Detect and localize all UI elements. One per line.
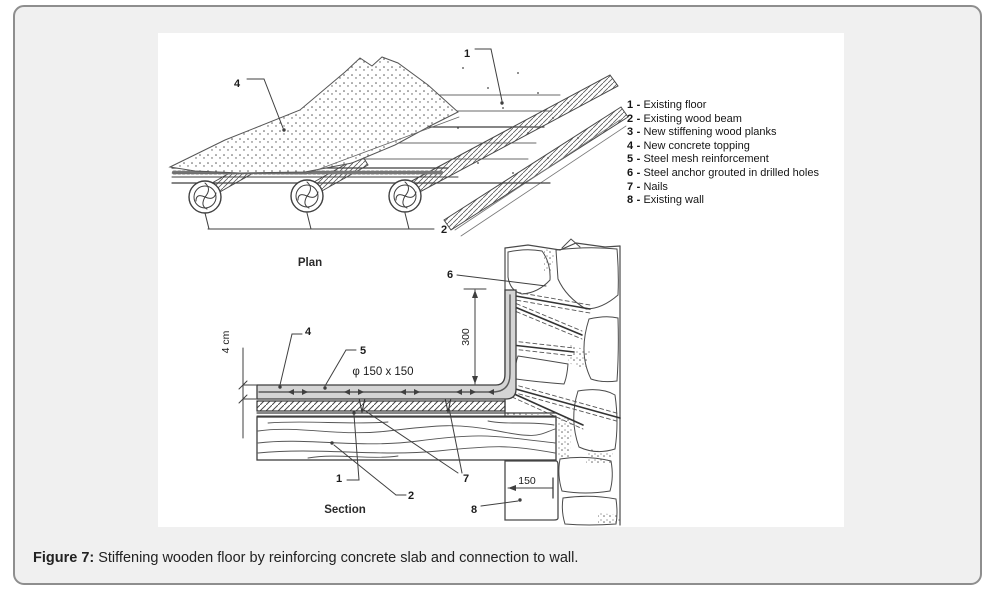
section-label-1: 1 [336,473,342,485]
legend-item: 4 -New concrete topping [627,140,842,154]
dim-mesh-text: φ 150 x 150 [352,366,413,378]
legend-item-label: New stiffening wood planks [643,126,777,139]
figure-caption-number: Figure 7: [33,550,95,566]
legend-item-num: 1 - [627,99,641,111]
legend-item-num: 4 - [627,139,641,152]
section-title: Section [324,504,366,516]
legend-item: 5 -Steel mesh reinforcement [627,153,842,167]
section-label-7: 7 [463,473,469,485]
legend-item-label: New concrete topping [643,139,750,152]
legend-item: 6 -Steel anchor grouted in drilled holes [627,167,842,181]
mesh-marks [288,389,494,395]
section-label-4: 4 [305,326,312,338]
section-wall [504,238,621,526]
section-label-8: 8 [471,504,477,516]
legend-item: 2 -Existing wood beam [627,113,842,127]
plan-label-1: 1 [464,48,470,60]
section-stiffening-planks [256,400,506,412]
legend-item-label: Existing wood beam [643,112,742,125]
log-end-3 [388,179,422,213]
log-end-2 [290,179,324,213]
legend-item-num: 2 - [627,112,641,125]
figure-drawing: 4 1 2 Plan [168,48,629,526]
dim-bearing-text: 150 [518,475,536,487]
section-label-2: 2 [408,490,414,502]
figure-panel: 4 1 2 Plan [158,33,844,527]
legend-item-label: Existing floor [643,99,707,111]
section-wood-beam [256,416,557,461]
section-label-6: 6 [447,269,453,281]
legend-item-num: 8 - [627,194,641,207]
section-nails [358,397,452,413]
legend-item: 7 -Nails [627,181,842,195]
legend-item-num: 7 - [627,180,641,193]
legend-item-num: 3 - [627,126,641,139]
plan-label-4: 4 [234,78,241,90]
legend-item-num: 6 - [627,166,641,179]
legend-item-num: 5 - [627,153,641,166]
legend-item: 8 -Existing wall [627,194,842,208]
figure-legend: 1 -Existing floor 2 -Existing wood beam … [627,99,842,208]
log-end-1 [188,180,222,214]
section-view: 4 cm 300 150 φ 150 x 150 [220,238,621,526]
dim-upstand-text: 300 [460,328,472,346]
legend-item: 1 -Existing floor [627,99,842,113]
figure-caption: Figure 7:Stiffening wooden floor by rein… [33,550,963,566]
section-leaders [278,274,547,507]
legend-item-label: Nails [643,180,668,193]
figure-caption-text: Stiffening wooden floor by reinforcing c… [98,550,579,566]
section-anchors [509,290,621,430]
legend-item-label: Steel mesh reinforcement [643,153,769,166]
beam-grain [257,420,556,459]
plan-label-2: 2 [441,224,447,236]
legend-item: 3 -New stiffening wood planks [627,126,842,140]
dim-upstand [463,288,487,385]
legend-item-label: Existing wall [643,194,704,207]
dim-thickness [238,347,257,439]
plan-leaders [204,48,504,230]
plan-view: 4 1 2 Plan [168,48,629,269]
plan-title: Plan [298,257,322,269]
plan-concrete-topping [168,56,460,175]
plan-log-ends [188,179,422,214]
section-existing-floor [256,412,557,417]
section-concrete-slab [256,289,517,400]
dim-bearing [507,477,554,499]
section-label-5: 5 [360,345,366,357]
legend-item-label: Steel anchor grouted in drilled holes [643,166,819,179]
dim-thickness-text: 4 cm [220,330,232,353]
